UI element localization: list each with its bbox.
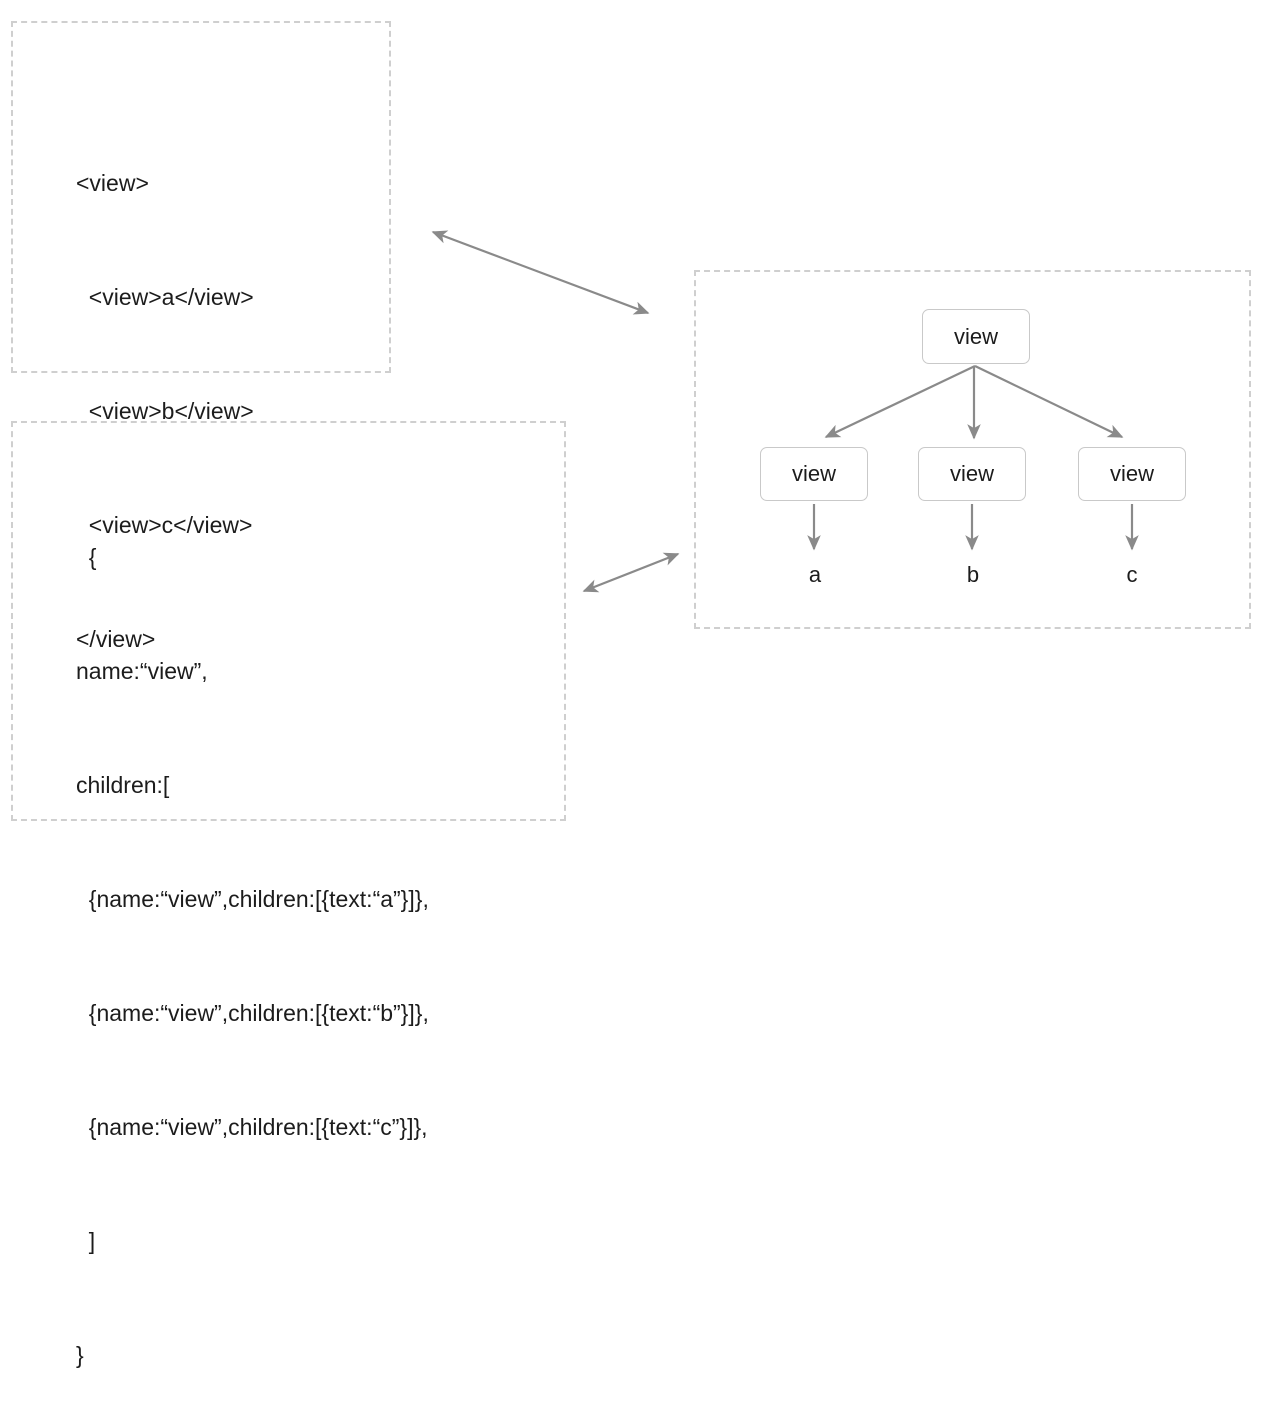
markup-code-line: <view>c</view> bbox=[76, 512, 253, 538]
markup-code-line: <view> bbox=[76, 170, 149, 196]
json-code-line: children:[ bbox=[76, 772, 170, 798]
json-code-line: {name:“view”,children:[{text:“c”}]}, bbox=[76, 1114, 428, 1140]
json-panel bbox=[11, 421, 566, 821]
json-code-block: { name:“view”, children:[ {name:“view”,c… bbox=[76, 462, 429, 1412]
markup-code-line: <view>b</view> bbox=[76, 398, 254, 424]
json-code-line: { bbox=[76, 544, 97, 570]
json-code-line: ] bbox=[76, 1228, 96, 1254]
json-code-line: {name:“view”,children:[{text:“b”}]}, bbox=[76, 1000, 429, 1026]
tree-node-child-c-label: view bbox=[1109, 461, 1154, 486]
tree-leaf-b: b bbox=[966, 562, 980, 587]
markup-code-line: <view>a</view> bbox=[76, 284, 254, 310]
markup-code-block: <view> <view>a</view> <view>b</view> <vi… bbox=[76, 88, 254, 696]
tree-leaf-a: a bbox=[808, 562, 822, 587]
connector-markup-to-tree bbox=[431, 230, 650, 315]
json-code-line: {name:“view”,children:[{text:“a”}]}, bbox=[76, 886, 429, 912]
tree-node-child-b: view bbox=[918, 447, 1026, 501]
tree-node-child-a: view bbox=[760, 447, 868, 501]
connector-json-to-tree bbox=[582, 552, 680, 593]
tree-node-child-c: view bbox=[1078, 447, 1186, 501]
markup-panel bbox=[11, 21, 391, 373]
json-code-line: } bbox=[76, 1342, 84, 1368]
tree-node-child-a-label: view bbox=[791, 461, 836, 486]
tree-node-root-label: view bbox=[953, 323, 998, 349]
tree-leaf-c: c bbox=[1126, 562, 1138, 587]
markup-code-line: </view> bbox=[76, 626, 156, 652]
tree-node-root: view bbox=[922, 309, 1030, 364]
tree-panel bbox=[694, 270, 1251, 629]
tree-node-child-b-label: view bbox=[949, 461, 994, 486]
json-code-line: name:“view”, bbox=[76, 658, 208, 684]
